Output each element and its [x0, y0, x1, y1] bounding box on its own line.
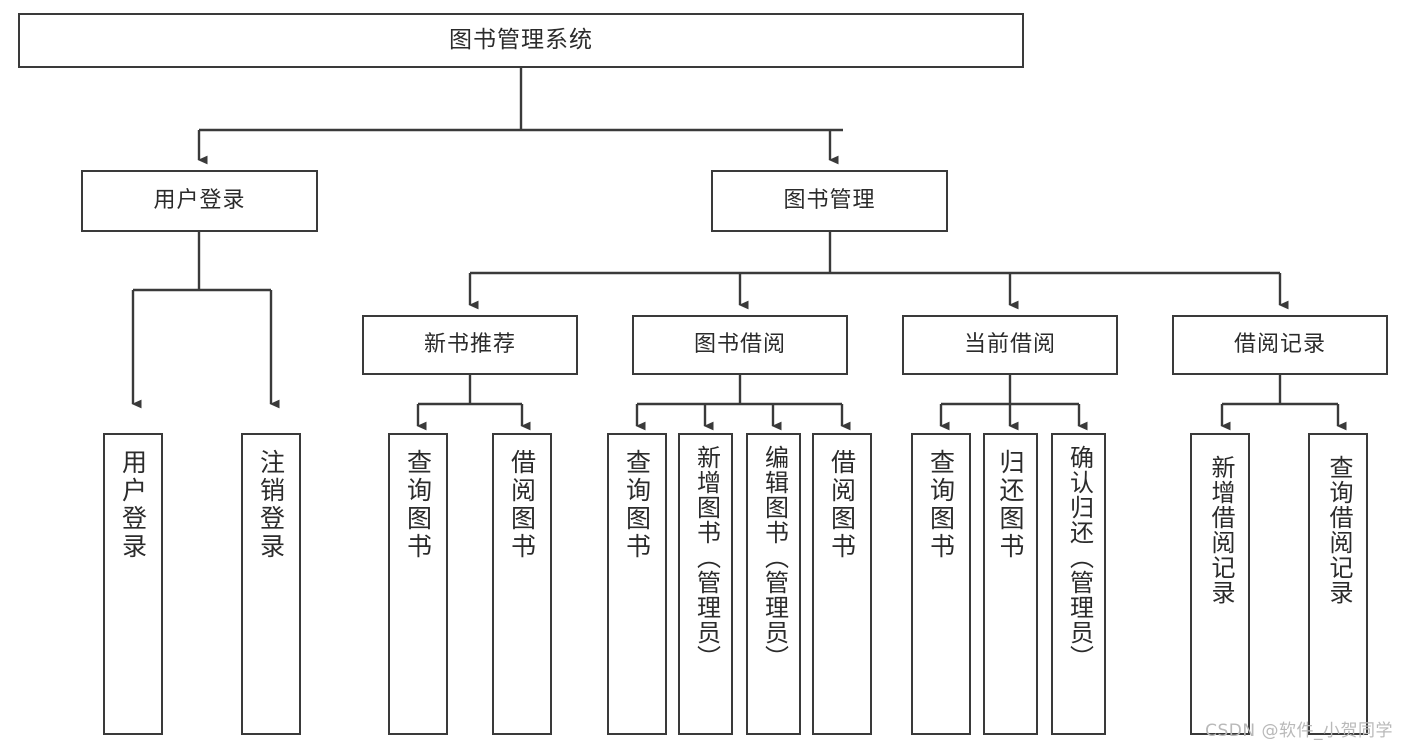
node-user-login[interactable]: 用户登录 [81, 170, 318, 232]
leaf-label: 用户登录 [118, 449, 148, 561]
leaf-book-borrow-borrow-book[interactable]: 借阅图书 [812, 433, 872, 735]
leaf-borrow-record-query-record[interactable]: 查询借阅记录 [1308, 433, 1368, 735]
leaf-borrow-record-add-record[interactable]: 新增借阅记录 [1190, 433, 1250, 735]
node-book-management[interactable]: 图书管理 [711, 170, 948, 232]
node-label: 用户登录 [153, 187, 246, 213]
node-label: 借阅记录 [1233, 331, 1326, 357]
leaf-user-login-logout[interactable]: 注销登录 [241, 433, 301, 735]
leaf-book-borrow-query-book[interactable]: 查询图书 [607, 433, 667, 735]
leaf-label: 编辑图书（管理员） [760, 445, 789, 670]
node-root-book-management-system[interactable]: 图书管理系统 [18, 13, 1024, 68]
leaf-book-borrow-edit-book-admin[interactable]: 编辑图书（管理员） [746, 433, 801, 735]
node-label: 新书推荐 [423, 331, 516, 357]
leaf-new-book-query-book[interactable]: 查询图书 [388, 433, 448, 735]
node-label: 当前借阅 [963, 331, 1056, 357]
node-book-borrow[interactable]: 图书借阅 [632, 315, 848, 375]
node-label: 图书管理系统 [449, 26, 593, 53]
leaf-current-borrow-query-book[interactable]: 查询图书 [911, 433, 971, 735]
node-label: 图书管理 [783, 187, 876, 213]
node-label: 图书借阅 [693, 331, 786, 357]
leaf-label: 查询图书 [403, 449, 433, 561]
node-borrow-record[interactable]: 借阅记录 [1172, 315, 1388, 375]
leaf-user-login-login[interactable]: 用户登录 [103, 433, 163, 735]
leaf-label: 新增图书（管理员） [692, 445, 721, 670]
leaf-label: 借阅图书 [507, 449, 537, 561]
leaf-new-book-borrow-book[interactable]: 借阅图书 [492, 433, 552, 735]
leaf-label: 查询借阅记录 [1324, 455, 1353, 605]
node-current-borrow[interactable]: 当前借阅 [902, 315, 1118, 375]
leaf-book-borrow-add-book-admin[interactable]: 新增图书（管理员） [678, 433, 733, 735]
leaf-label: 归还图书 [996, 449, 1025, 561]
leaf-label: 确认归还（管理员） [1065, 445, 1094, 670]
leaf-label: 查询图书 [622, 449, 652, 561]
leaf-label: 查询图书 [926, 449, 956, 561]
leaf-label: 注销登录 [256, 449, 286, 561]
csdn-watermark: CSDN @软件_小贺同学 [1205, 721, 1393, 741]
leaf-current-borrow-confirm-return-admin[interactable]: 确认归还（管理员） [1051, 433, 1106, 735]
leaf-label: 新增借阅记录 [1206, 455, 1235, 605]
leaf-current-borrow-return-book[interactable]: 归还图书 [983, 433, 1038, 735]
leaf-label: 借阅图书 [827, 449, 857, 561]
node-new-book-recommend[interactable]: 新书推荐 [362, 315, 578, 375]
